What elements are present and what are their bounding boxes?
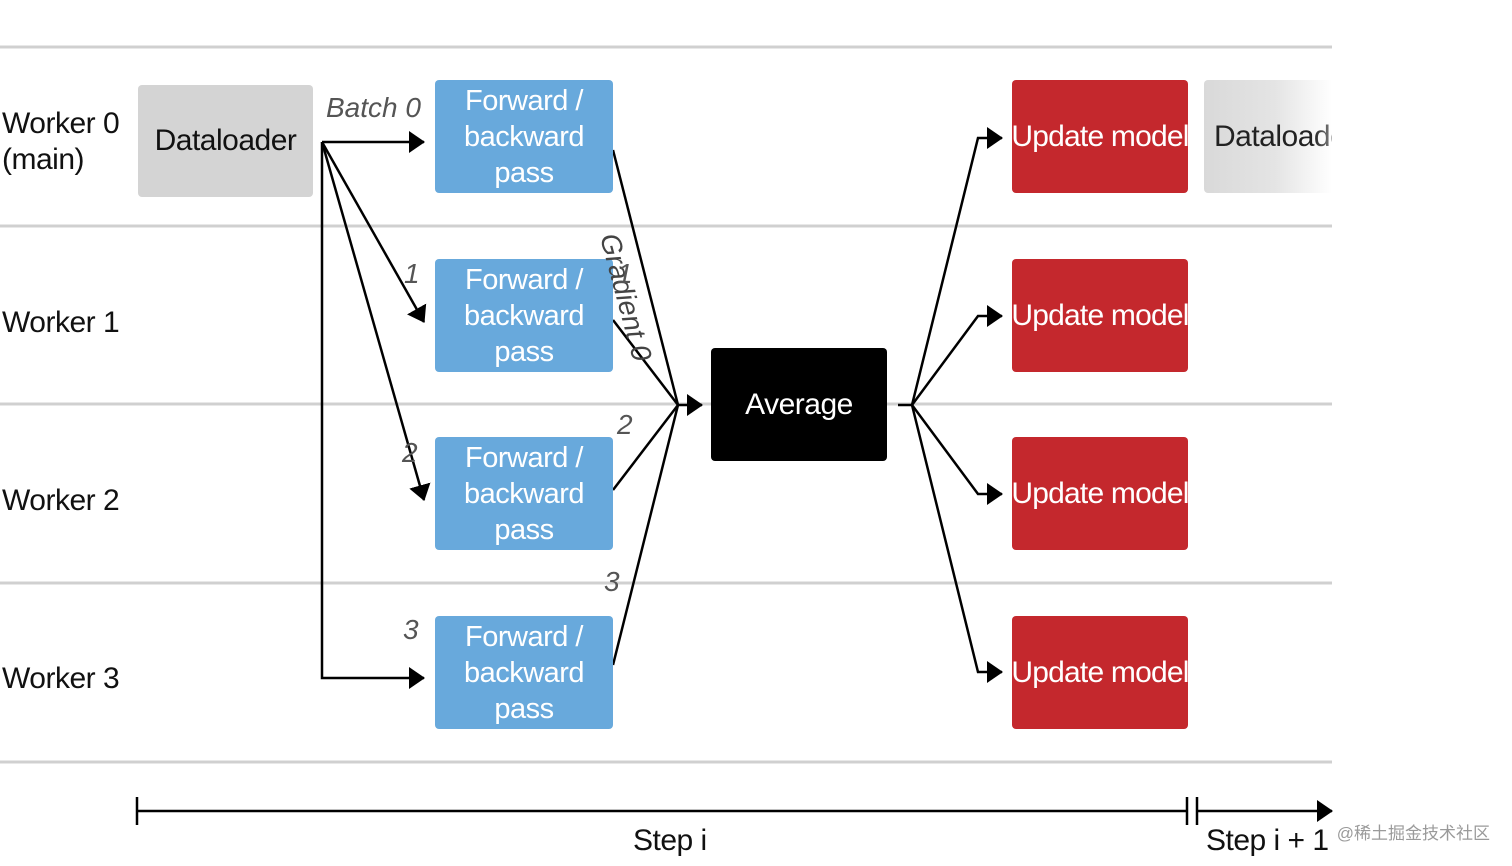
gradient-line-3 (611, 404, 680, 666)
worker-2-label: Worker 2 (2, 484, 120, 517)
dataloader-label: Dataloader (154, 124, 297, 157)
update-model-label: Update model (1011, 476, 1189, 510)
timeline (135, 797, 1333, 825)
batch-label-2: 2 (402, 437, 418, 468)
update-arrow-1 (910, 305, 1003, 406)
worker-1-label: Worker 1 (2, 306, 120, 339)
update-arrow-3 (910, 404, 1003, 683)
average-label: Average (745, 387, 853, 421)
gradient-label-2: 2 (617, 409, 633, 440)
fb-line2: backward pass (463, 120, 585, 189)
update-model-box-1: Update model (1011, 259, 1189, 372)
batch-arrows (320, 131, 431, 689)
update-arrow-0 (910, 127, 1003, 406)
update-model-label: Update model (1011, 119, 1189, 153)
update-model-label: Update model (1011, 655, 1189, 689)
next-dataloader-label: Dataloader (1214, 120, 1332, 154)
worker-0-name: Worker 0 (2, 107, 120, 140)
forward-backward-box-3: Forward /backward pass (435, 616, 613, 729)
update-model-label: Update model (1011, 298, 1189, 332)
fb-line2: backward pass (463, 656, 585, 725)
fb-line2: backward pass (463, 299, 585, 368)
forward-backward-box-2: Forward /backward pass (435, 437, 613, 550)
batch-arrow-1 (320, 141, 427, 323)
step-i-label: Step i (633, 824, 707, 857)
worker-3-label: Worker 3 (2, 662, 120, 695)
fb-line1: Forward / (465, 263, 583, 296)
worker-0-role: (main) (2, 143, 85, 176)
gradient-label-1: 1 (617, 258, 633, 289)
fb-line2: backward pass (463, 477, 585, 546)
batch-arrow-3 (320, 142, 425, 689)
next-dataloader-box: Dataloader (1204, 80, 1332, 193)
update-model-box-3: Update model (1011, 616, 1189, 729)
step-next-label: Step i + 1 (1206, 824, 1329, 857)
worker-0-label: Worker 0 (main) (2, 106, 120, 178)
gradient-line-1 (612, 319, 679, 406)
update-model-box-2: Update model (1011, 437, 1189, 550)
fb-line1: Forward / (465, 620, 583, 653)
gradient-line-2 (612, 404, 679, 491)
watermark-text: @稀土掘金技术社区 (1336, 824, 1490, 843)
gradient-lines (611, 149, 703, 666)
gradient-line-0 (611, 149, 680, 406)
forward-backward-box-1: Forward /backward pass (435, 259, 613, 372)
batch-label-0: Batch 0 (326, 92, 421, 123)
update-model-box-0: Update model (1011, 80, 1189, 193)
batch-label-3: 3 (403, 614, 419, 645)
update-arrow-2 (910, 404, 1003, 505)
batch-label-1: 1 (404, 258, 420, 289)
update-arrows (898, 127, 1003, 683)
row-dividers (0, 45, 1332, 764)
batch-arrow-2 (320, 141, 431, 501)
fb-line1: Forward / (465, 441, 583, 474)
forward-backward-box-0: Forward /backward pass (435, 80, 613, 193)
fb-line1: Forward / (465, 84, 583, 117)
gradient-label-3: 3 (604, 566, 620, 597)
dataloader-box: Dataloader (138, 85, 313, 197)
average-box: Average (711, 348, 887, 461)
